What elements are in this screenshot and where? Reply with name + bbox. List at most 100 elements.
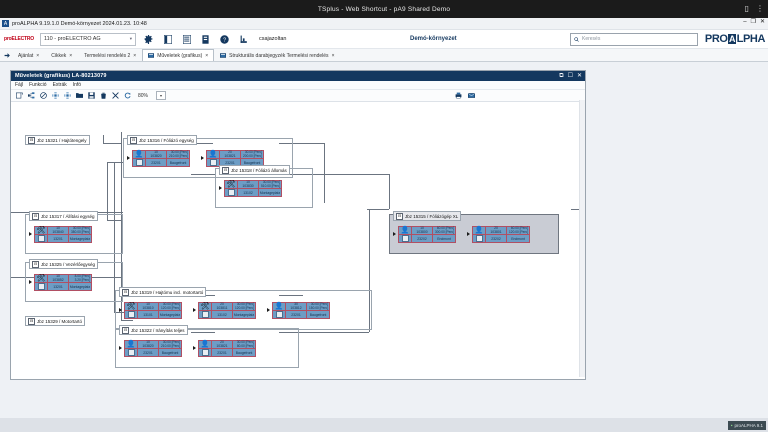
expand-icon[interactable]: ⊟ [396, 212, 403, 220]
node-checkbox[interactable] [273, 311, 286, 318]
vertical-scrollbar[interactable] [579, 100, 585, 377]
panel-left-icon[interactable] [163, 34, 173, 45]
help-icon[interactable]: ? [220, 34, 230, 45]
node-checkbox[interactable] [473, 235, 486, 242]
expand-icon[interactable]: ⊟ [130, 136, 137, 144]
close-icon[interactable]: ✕ [759, 19, 765, 25]
maximize-icon[interactable]: ☐ [567, 73, 573, 79]
flow-arrow-icon [29, 280, 32, 284]
close-icon[interactable]: × [133, 52, 137, 59]
expand-icon[interactable]: ⊟ [28, 317, 35, 325]
overflow-menu-icon[interactable]: ⋮ [756, 4, 764, 13]
node-desc: Montageplatz [159, 312, 181, 317]
node-checkbox[interactable] [225, 189, 238, 196]
tab-muveletek-grafikus[interactable]: Műveletek (grafikus) × [142, 49, 215, 61]
close-icon[interactable]: × [69, 52, 73, 59]
diagram-canvas[interactable]: ⊟ Jbz 15321 / Hajtótengely ⊟ Jbz 15316 /… [11, 102, 585, 379]
gear-icon[interactable] [144, 34, 154, 45]
pin-icon[interactable] [2, 49, 12, 61]
expand-icon[interactable]: ⊟ [32, 260, 39, 268]
group-15319[interactable]: ⊟ Jbz 15319 / Hajtómu incl. motortartó 🛠… [115, 287, 372, 330]
tab-termelesi-rendeles-2[interactable]: Termelési rendelés 2 × [78, 49, 142, 61]
save-icon[interactable] [87, 92, 95, 100]
node-checkbox[interactable] [35, 235, 48, 242]
group-header[interactable]: ⊟ Jbz 15318 / Fóliázó állomás [219, 165, 290, 175]
network-icon[interactable] [27, 92, 35, 100]
tab-ajanlat[interactable]: Ajánlat × [12, 49, 45, 61]
expand-icon[interactable]: ⊟ [222, 166, 229, 174]
menu-fajl[interactable]: Fájl [15, 82, 24, 88]
group-header[interactable]: ⊟ Jbz 15319 / Hajtómu incl. motortartó [119, 287, 207, 297]
zoom-dropdown[interactable]: ▾ [156, 91, 167, 100]
minimize-icon[interactable]: – [743, 19, 747, 25]
close-icon[interactable]: × [331, 52, 335, 59]
new-diagram-icon[interactable] [15, 92, 23, 100]
client-select[interactable]: 110 - proELECTRO AG ▾ [39, 32, 136, 46]
menu-extrak[interactable]: Extrák [52, 82, 67, 88]
node-checkbox[interactable] [35, 283, 48, 290]
group-label-15321[interactable]: ⊟ Jbz 15321 / Hajtótengely [25, 135, 90, 145]
search-box[interactable]: Keresés [570, 32, 698, 46]
node-checkbox[interactable] [207, 159, 220, 166]
restore-icon[interactable]: ❐ [750, 19, 756, 25]
close-icon[interactable]: ✕ [576, 73, 582, 79]
node-checkbox[interactable] [199, 349, 212, 356]
node-checkbox[interactable] [199, 311, 212, 318]
node-checkbox[interactable] [399, 235, 412, 242]
list-view-icon[interactable] [182, 34, 192, 45]
node-seq: 20 [494, 226, 498, 231]
tab-cikkek[interactable]: Cikkek × [45, 49, 78, 61]
taskbar-app-chip[interactable]: ▪ proALPHA 9.1 [727, 421, 766, 430]
expand-icon[interactable]: ⊟ [32, 212, 39, 220]
group-label-15329[interactable]: ⊟ Jbz 15329 / Motortartó [25, 316, 86, 326]
group-header[interactable]: ⊟ Jbz 15315 / Fóliázógép XL [393, 211, 462, 221]
restore-down-icon[interactable]: ⧉ [559, 73, 564, 79]
tab-strukturalis-darabjegyzek[interactable]: Strukturális darabjegyzék Termelési rend… [214, 49, 340, 61]
close-icon[interactable]: × [36, 52, 40, 59]
menu-funkcio[interactable]: Funkció [29, 82, 47, 88]
group-header[interactable]: ⊟ Jbz 15317 / Állítási egység [29, 211, 98, 221]
block-icon[interactable] [39, 92, 47, 100]
group-title: Jbz 15329 / Motortartó [37, 318, 83, 324]
menu-info[interactable]: Infó [72, 82, 82, 88]
expand-all-icon[interactable] [51, 92, 59, 100]
group-header[interactable]: ⊟ Jbz 15325 / Vezérlőegység [29, 259, 99, 269]
refresh-icon[interactable] [123, 92, 131, 100]
chart-bar-icon[interactable] [239, 34, 249, 45]
cut-icon[interactable] [111, 92, 119, 100]
expand-icon[interactable]: ⊟ [122, 326, 129, 334]
node-checkbox[interactable] [125, 311, 138, 318]
document-icon[interactable] [201, 34, 211, 45]
open-folder-icon[interactable] [75, 92, 83, 100]
close-icon[interactable]: × [205, 52, 209, 59]
expand-icon[interactable]: ⊟ [122, 288, 129, 296]
node-checkbox[interactable] [125, 349, 138, 356]
export-icon[interactable] [467, 92, 475, 100]
print-icon[interactable] [454, 92, 462, 100]
group-header[interactable]: ⊟ Jbz 15322 / Irányítás teljes [119, 325, 188, 335]
group-header[interactable]: ⊟ Jbz 15316 / Fóliázó egység [127, 135, 197, 145]
connector-line [121, 320, 133, 321]
collapse-all-icon[interactable] [63, 92, 71, 100]
node-workcenter: 23201 [138, 349, 159, 356]
node-checkbox[interactable] [133, 159, 146, 166]
delete-icon[interactable] [99, 92, 107, 100]
expand-icon[interactable]: ⊟ [28, 136, 35, 144]
